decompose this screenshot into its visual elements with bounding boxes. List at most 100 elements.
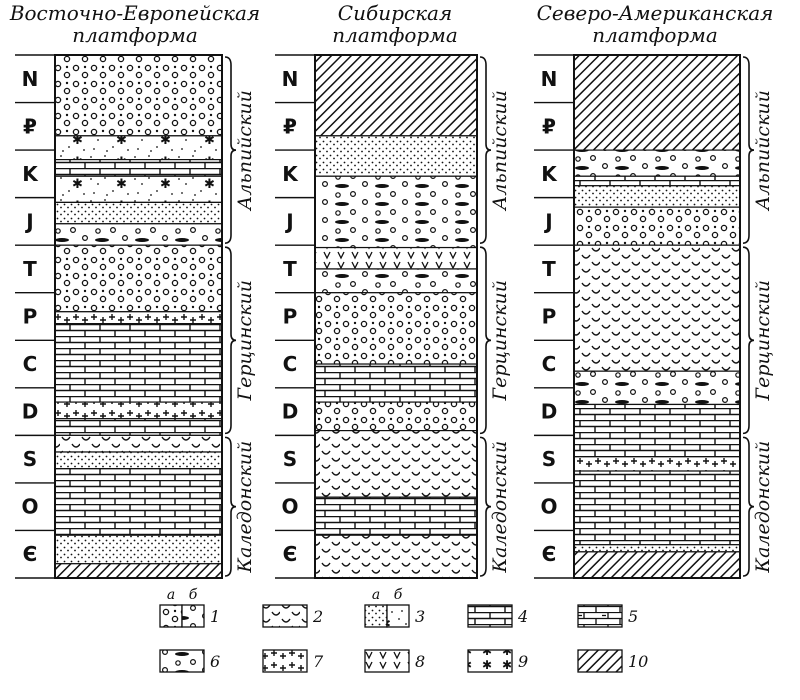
legend-number: 10 [628,652,648,671]
period-label: N [22,67,39,91]
legend-swatch [262,604,308,628]
columns-layer: Восточно-ЕвропейскаяплатформаN₽KJTPCDSOЄ… [9,1,774,579]
period-label: C [283,352,298,376]
cycle-brace [479,246,492,435]
strata-layer-limestone [573,175,741,187]
legend-swatch [159,649,205,673]
legend-swatch [577,604,623,628]
legend-sublabel: б [394,587,403,603]
cycle-label: Каледонский [489,441,511,574]
strata-layer-salt [54,401,223,420]
strata-layer-lens [573,370,741,406]
cycle-brace [742,56,755,244]
strata-layer-conglom [54,54,223,137]
period-label: T [542,257,556,281]
legend-item-5: 5 [577,604,638,628]
period-label: P [542,305,557,329]
strata-layer-clay [314,430,478,498]
period-label: P [23,305,38,329]
column-title: платформа [72,23,198,47]
period-label: K [282,162,299,186]
cycle-label: Герцинский [234,280,256,401]
strata-layer-lens [573,149,741,177]
platform-column: Северо-АмериканскаяплатформаN₽KJTPCDSOЄА… [534,1,774,579]
strata-layer-limestone [54,418,223,436]
period-label: S [542,447,556,471]
cycle-brace [224,436,237,577]
strata-layer-sand [573,544,741,553]
strata-layer-limestone [54,159,223,177]
column-title: Восточно-Европейская [9,1,260,25]
strata-layer-clay [54,434,223,453]
legend-number: 9 [518,652,528,671]
period-label: C [23,352,38,376]
period-label: Є [283,542,298,566]
column-title: платформа [332,23,458,47]
period-label: N [541,67,558,91]
cycle-label: Альпийский [234,90,256,212]
column-title: Северо-Американская [537,1,774,25]
strata-layer-clay [573,244,741,372]
legend-number: 7 [313,652,324,671]
strata-layer-sand-star [54,135,223,161]
legend-swatch [467,649,513,673]
period-label: T [283,257,297,281]
column-title: Сибирская [338,1,452,25]
strata-layer-limestone [314,363,478,403]
cycle-label: Каледонский [234,441,256,574]
period-label: J [543,209,552,233]
legend-swatch-b [386,604,410,628]
strata-layer-sand-star [54,175,223,203]
period-label: K [22,162,39,186]
legend-sublabel: б [189,587,198,603]
strata-layer-conglom [573,206,741,246]
period-label: Є [542,542,557,566]
platform-column: Восточно-ЕвропейскаяплатформаN₽KJTPCDSOЄ… [9,1,260,579]
strata-layer-limestone [573,470,741,546]
legend-sublabel: а [167,587,175,603]
period-label: D [282,400,299,424]
legend-item-7: 7 [262,649,324,673]
legend-item-2: 2 [262,604,323,628]
strata-layer-sand [573,185,741,208]
legend-number: 2 [312,607,323,626]
period-label: ₽ [23,114,37,138]
strata-layer-salt [573,456,741,472]
legend-swatch-b [181,604,205,628]
cycle-label: Герцинский [752,280,774,401]
legend-sublabel: а [372,587,380,603]
strata-layer-conglom [314,292,478,365]
strata-layer-lens [314,268,478,294]
legend-swatch [577,649,623,673]
strata-layer-limestone [573,403,741,458]
cycle-brace [742,436,755,577]
cycle-brace [479,436,492,577]
legend-swatch [467,604,513,628]
strata-layer-basement [314,54,478,137]
cycle-label: Каледонский [752,441,774,574]
legend-swatch-a [364,604,388,628]
column-frame [314,54,478,579]
column-frame [54,54,223,579]
platform-column: СибирскаяплатформаN₽KJTPCDSOЄАльпийскийГ… [275,1,511,579]
column-frame [573,54,741,579]
period-label: J [24,209,33,233]
legend-number: 1 [210,607,220,626]
legend-number: 6 [210,652,220,671]
legend-item-8: 8 [364,649,425,673]
period-label: D [541,400,558,424]
legend-number: 8 [415,652,425,671]
strata-layer-lens [314,175,478,249]
legend-swatch-a [159,604,183,628]
period-label: D [22,400,39,424]
cycle-brace [224,246,237,435]
column-title: платформа [592,23,718,47]
legend-item-9: 9 [467,649,528,673]
period-label: ₽ [542,114,556,138]
period-label: S [23,447,37,471]
strata-layer-basement [573,551,741,579]
period-label: O [21,495,38,519]
